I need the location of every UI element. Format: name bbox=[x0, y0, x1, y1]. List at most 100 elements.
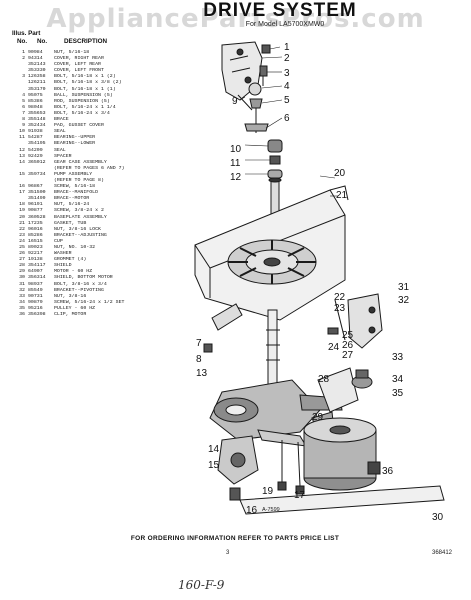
callout-7: 7 bbox=[196, 338, 202, 349]
part-number: 95216 bbox=[28, 305, 43, 311]
callout-4: 4 bbox=[284, 81, 290, 92]
part-number: 98937 bbox=[28, 281, 43, 287]
callout-14: 14 bbox=[208, 444, 220, 455]
illus-number: 18 bbox=[19, 202, 25, 208]
illus-number: 32 bbox=[19, 287, 25, 293]
illus-number: 16 bbox=[19, 184, 25, 190]
part-number: 96016 bbox=[28, 226, 43, 232]
illus-number: 35 bbox=[19, 305, 25, 311]
callout-11: 11 bbox=[230, 158, 241, 169]
illus-number: 31 bbox=[19, 281, 25, 287]
part-number: 17235 bbox=[28, 220, 43, 226]
part-number: 360528 bbox=[28, 214, 46, 220]
illus-number: 4 bbox=[22, 92, 25, 98]
part-description: PULLEY - 60 HZ bbox=[54, 305, 96, 311]
part-number: 94314 bbox=[28, 56, 43, 62]
part-number: 90984 bbox=[28, 50, 43, 55]
callout-31: 31 bbox=[398, 282, 410, 293]
callout-10: 10 bbox=[230, 144, 242, 155]
motor-drawing bbox=[303, 417, 381, 491]
callout-9: 9 bbox=[232, 96, 238, 107]
callout-12: 12 bbox=[230, 172, 242, 183]
callout-27: 27 bbox=[342, 350, 354, 361]
part-description: GASKET, TUB bbox=[54, 220, 87, 226]
illus-number: 3 bbox=[22, 74, 25, 80]
callout-34: 34 bbox=[392, 374, 404, 385]
part-number: 91938 bbox=[28, 129, 43, 135]
illus-number: 30 bbox=[19, 275, 25, 281]
callout-3: 3 bbox=[284, 68, 290, 79]
bottom-shield-drawing bbox=[239, 485, 445, 515]
callout-35: 35 bbox=[392, 388, 404, 399]
part-number: 54209 bbox=[28, 147, 43, 153]
part-number: 54287 bbox=[28, 135, 43, 141]
illus-number: 6 bbox=[22, 104, 25, 110]
part-description: BRACKET--PIVOTING bbox=[54, 287, 104, 293]
illus-number: 1 bbox=[22, 50, 25, 55]
part-description: SEAL bbox=[54, 147, 66, 153]
part-description: BEARING--LOWER bbox=[54, 141, 96, 147]
illus-number: 34 bbox=[19, 299, 25, 305]
header-no: No. bbox=[17, 38, 28, 45]
illus-number: 19 bbox=[19, 208, 25, 214]
illus-number: 36 bbox=[19, 312, 25, 318]
callout-23: 23 bbox=[334, 303, 346, 314]
part-description: SPACER bbox=[54, 153, 72, 159]
illus-number: 11 bbox=[19, 135, 25, 141]
callout-28: 28 bbox=[318, 374, 330, 385]
part-number: 96191 bbox=[28, 202, 43, 208]
part-description: SCREW, 5/16-18 bbox=[54, 184, 96, 190]
part-description: CLIP, MOTOR bbox=[54, 312, 87, 318]
part-description: COVER, LEFT FRONT bbox=[54, 68, 104, 74]
part-number: 85286 bbox=[28, 232, 43, 238]
callout-8: 8 bbox=[196, 354, 202, 365]
part-number: 16515 bbox=[28, 238, 43, 244]
parts-row: (REFER TO PAGES 6 AND 7) bbox=[12, 166, 187, 172]
part-number: 355148 bbox=[28, 117, 46, 123]
part-description: WASHER bbox=[54, 251, 72, 257]
illus-number: 24 bbox=[19, 238, 25, 244]
part-description: (REFER TO PAGES 6 AND 7) bbox=[54, 165, 125, 171]
illus-number: 10 bbox=[19, 129, 25, 135]
callout-19: 19 bbox=[262, 486, 274, 497]
pivot-bracket-drawing bbox=[327, 293, 383, 349]
part-description: SHIELD, BOTTOM MOTOR bbox=[54, 275, 113, 281]
illus-number: 26 bbox=[19, 251, 25, 257]
illus-number: 15 bbox=[19, 171, 25, 177]
part-number: 356398 bbox=[28, 312, 46, 318]
callout-1: 1 bbox=[284, 42, 290, 53]
part-number: 92429 bbox=[28, 153, 43, 159]
part-number: 365012 bbox=[28, 159, 46, 165]
callout-24: 24 bbox=[328, 342, 340, 353]
callout-17: 17 bbox=[294, 490, 306, 501]
part-description: BALL, SUSPENSION (5) bbox=[54, 92, 113, 98]
callout-32: 32 bbox=[398, 295, 410, 306]
part-description: BOLT, 3/8-16 x 3/4 bbox=[54, 281, 107, 287]
part-number: 355653 bbox=[28, 110, 46, 116]
illus-number: 5 bbox=[22, 98, 25, 104]
part-number: 90731 bbox=[28, 293, 43, 299]
part-number: 64907 bbox=[28, 269, 43, 275]
callout-26: 26 bbox=[342, 340, 354, 351]
part-number: 351499 bbox=[28, 196, 46, 202]
figure-number: A-7599 bbox=[262, 507, 280, 513]
part-number: 354117 bbox=[28, 263, 46, 269]
callout-5: 5 bbox=[284, 95, 290, 106]
